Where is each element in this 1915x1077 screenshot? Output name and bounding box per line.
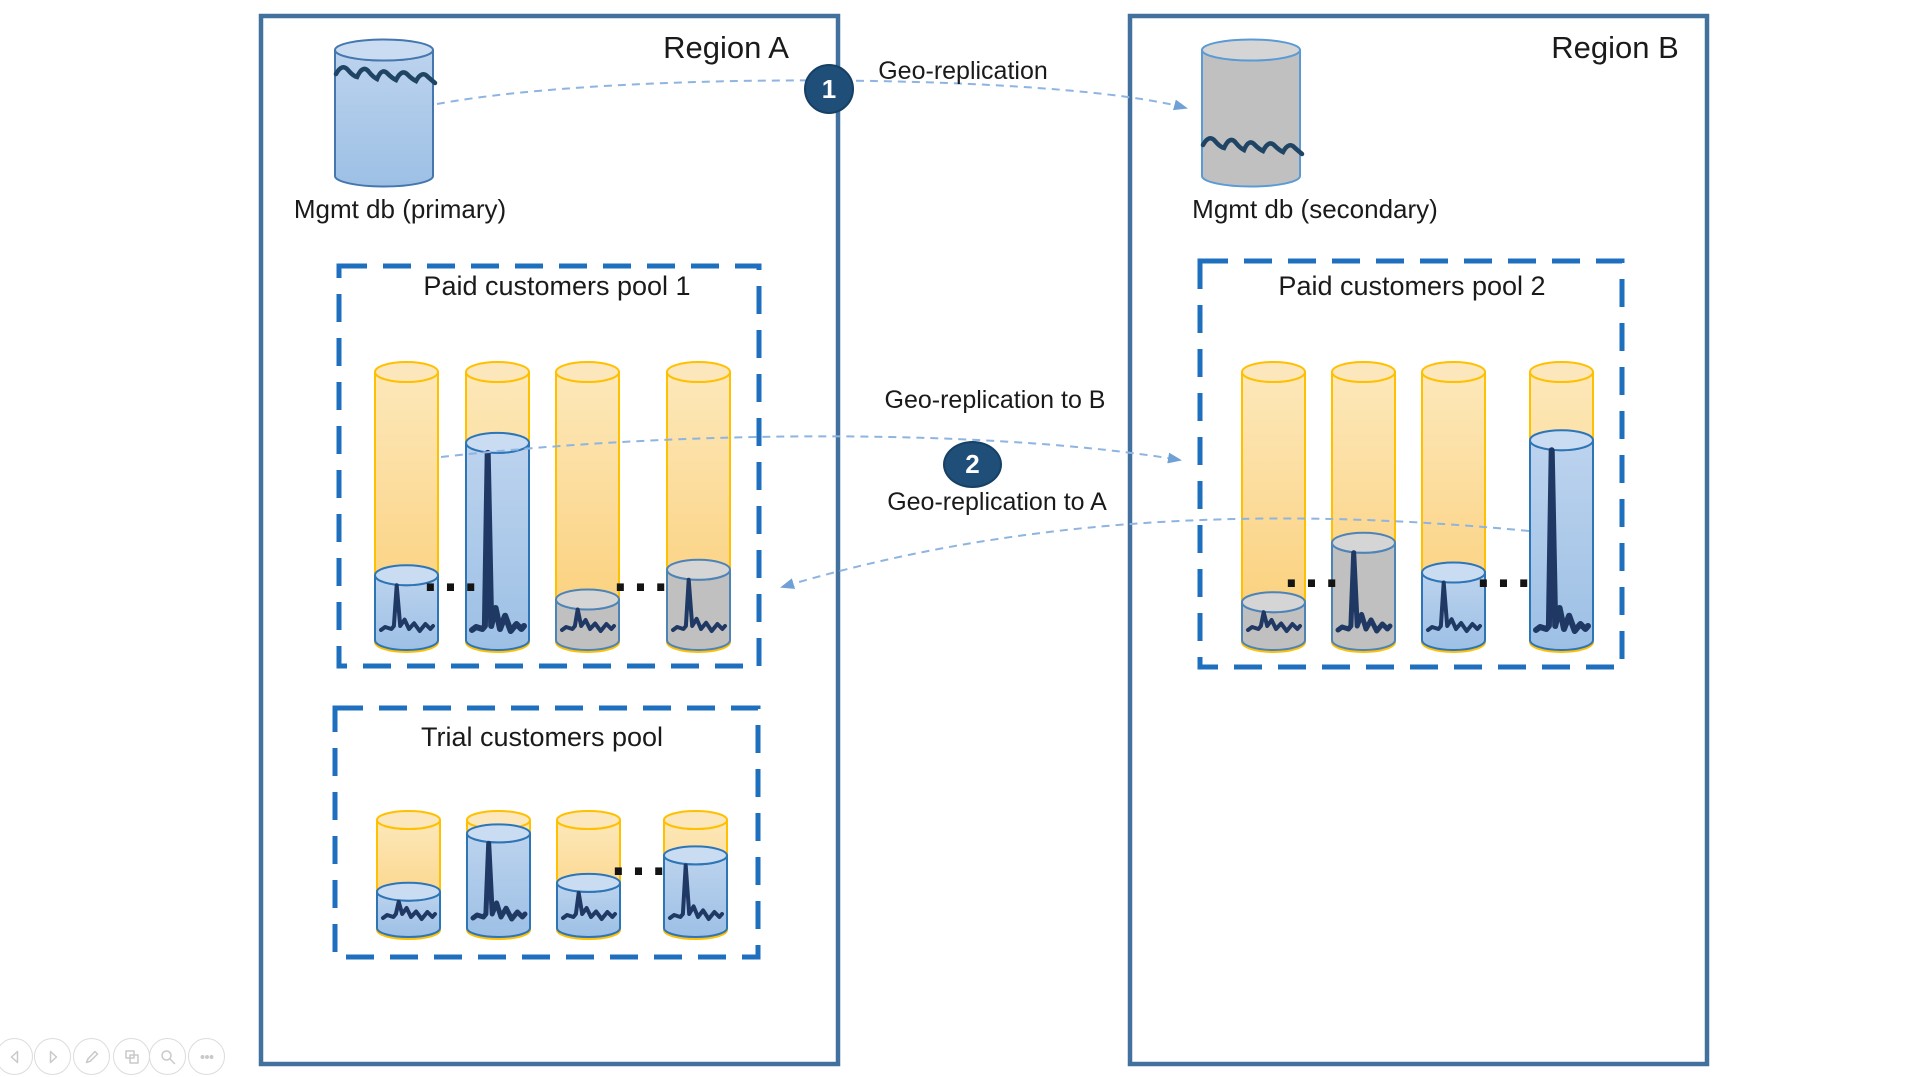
usage-sparkline bbox=[561, 890, 617, 921]
more-databases-ellipsis: ... bbox=[1283, 551, 1345, 597]
region-b-title: Region B bbox=[1551, 30, 1679, 65]
more-options-button[interactable] bbox=[188, 1038, 225, 1075]
usage-sparkline bbox=[560, 607, 616, 633]
mgmt-db-primary-cylinder-top bbox=[334, 38, 434, 62]
paid-pool-1-db3-used-cylinder-top bbox=[555, 588, 620, 611]
next-icon bbox=[49, 1050, 57, 1063]
mgmt-secondary-wave-line bbox=[1200, 136, 1305, 157]
mgmt-db-primary-label: Mgmt db (primary) bbox=[293, 194, 507, 224]
pen-icon bbox=[85, 1050, 98, 1063]
usage-sparkline bbox=[381, 899, 437, 921]
paid-pool-2-db4-capacity-cylinder-top bbox=[1529, 361, 1594, 383]
paid-pool-1-db4-capacity-cylinder-top bbox=[666, 361, 731, 383]
usage-sparkline bbox=[379, 583, 435, 633]
trial-pool-db4-used-cylinder-body bbox=[663, 855, 728, 938]
usage-sparkline bbox=[470, 840, 528, 922]
paid-pool-2-db2-capacity-cylinder-top bbox=[1331, 361, 1396, 383]
paid-pool-2-db2-used-cylinder-top bbox=[1331, 531, 1396, 554]
step-2-badge: 2 bbox=[943, 441, 1002, 488]
more-databases-ellipsis: ... bbox=[1475, 551, 1537, 597]
paid-pool-2-db3-capacity-cylinder-top bbox=[1421, 361, 1486, 383]
geo-replication-to-a-arrow bbox=[780, 517, 1530, 589]
region-a-title: Region A bbox=[663, 30, 789, 65]
see-all-slides-button[interactable] bbox=[113, 1038, 150, 1075]
trial-pool-db1-capacity-cylinder-top bbox=[376, 810, 441, 830]
pool-2-title: Paid customers pool 2 bbox=[1278, 271, 1546, 301]
trial-pool-db1-used-cylinder-top bbox=[376, 881, 441, 902]
usage-sparkline bbox=[671, 577, 727, 633]
usage-sparkline bbox=[668, 863, 724, 921]
paid-pool-2-db4-used-cylinder-top bbox=[1529, 429, 1594, 452]
paid-pool-2-box bbox=[1197, 258, 1625, 670]
paid-pool-1-db1-capacity-cylinder-top bbox=[374, 361, 439, 383]
trial-pool-title: Trial customers pool bbox=[420, 722, 664, 752]
trial-pool-db2-used-cylinder-top bbox=[466, 823, 531, 844]
usage-sparkline bbox=[1335, 550, 1393, 634]
previous-icon bbox=[10, 1050, 18, 1063]
paid-pool-2-db3-used-cylinder-top bbox=[1421, 561, 1486, 584]
more-databases-ellipsis: ... bbox=[610, 839, 672, 885]
trial-pool-db4-capacity-cylinder-top bbox=[663, 810, 728, 830]
paid-pool-1-db3-capacity-cylinder-top bbox=[555, 361, 620, 383]
trial-pool-box bbox=[332, 705, 761, 960]
geo-replication-to-b-label: Geo-replication to B bbox=[884, 386, 1106, 414]
zoom-into-slide-button[interactable] bbox=[149, 1038, 186, 1075]
paid-pool-1-box bbox=[336, 263, 762, 669]
paid-pool-1-db4-used-cylinder-body bbox=[666, 569, 731, 651]
previous-slide-button[interactable] bbox=[0, 1038, 33, 1075]
pen-tools-button[interactable] bbox=[73, 1038, 110, 1075]
paid-pool-1-db2-used-cylinder-top bbox=[465, 431, 530, 454]
usage-sparkline bbox=[1533, 447, 1591, 634]
region-b-box bbox=[1127, 13, 1710, 1067]
magnifier-icon bbox=[160, 1049, 175, 1064]
paid-pool-2-db1-capacity-cylinder-top bbox=[1241, 361, 1306, 383]
more-databases-ellipsis: ... bbox=[422, 555, 484, 601]
trial-pool-db2-used-cylinder-body bbox=[466, 833, 531, 938]
usage-sparkline bbox=[1246, 610, 1302, 633]
ellipsis-icon bbox=[200, 1054, 213, 1059]
paid-pool-1-db1-used-cylinder-top bbox=[374, 564, 439, 587]
region-a-box bbox=[258, 13, 841, 1067]
trial-pool-db4-used-cylinder-top bbox=[663, 845, 728, 866]
step-1-badge: 1 bbox=[804, 64, 854, 114]
next-slide-button[interactable] bbox=[34, 1038, 71, 1075]
mgmt-primary-wave-line bbox=[333, 65, 438, 86]
paid-pool-1-db4-used-cylinder-top bbox=[666, 558, 731, 581]
trial-pool-db3-used-cylinder-top bbox=[556, 872, 621, 893]
geo-replication-to-b-arrow bbox=[440, 435, 1182, 464]
paid-pool-1-db2-capacity-cylinder-top bbox=[465, 361, 530, 383]
more-databases-ellipsis: ... bbox=[612, 555, 674, 601]
usage-sparkline bbox=[469, 449, 527, 634]
pool-1-title: Paid customers pool 1 bbox=[423, 271, 691, 301]
slides-grid-icon bbox=[124, 1049, 139, 1064]
mgmt-db-secondary-label: Mgmt db (secondary) bbox=[1192, 194, 1438, 224]
geo-replication-to-a-label: Geo-replication to A bbox=[887, 488, 1107, 516]
geo-replication-label: Geo-replication bbox=[878, 57, 1048, 85]
mgmt-db-secondary-cylinder-body bbox=[1201, 49, 1301, 188]
mgmt-db-secondary-cylinder-top bbox=[1201, 38, 1301, 62]
paid-pool-2-db1-used-cylinder-top bbox=[1241, 591, 1306, 614]
trial-pool-db3-capacity-cylinder-top bbox=[556, 810, 621, 830]
usage-sparkline bbox=[1426, 580, 1482, 633]
